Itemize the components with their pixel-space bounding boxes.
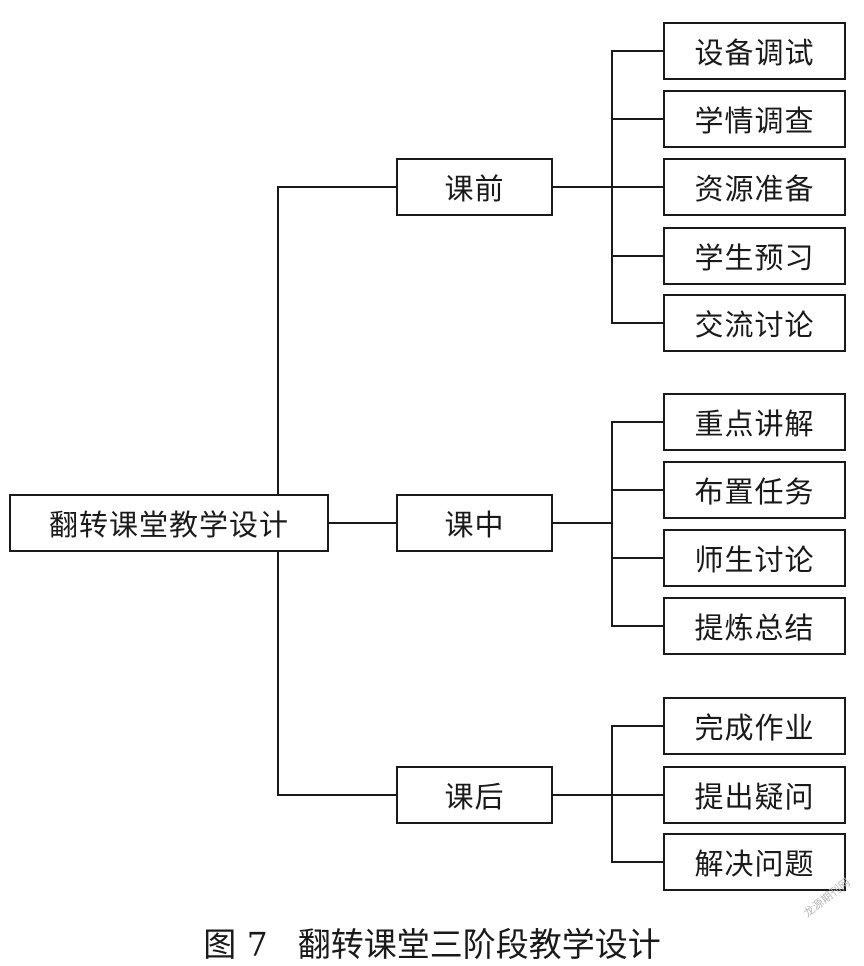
leaf-node: 提出疑问 [663, 766, 846, 824]
connector-during-item [611, 489, 664, 491]
stage-node-during: 课中 [396, 494, 553, 552]
leaf-node: 交流讨论 [663, 294, 846, 352]
connector-before-item [611, 50, 664, 52]
connector-before-item [611, 255, 664, 257]
connector-before-item [611, 322, 664, 324]
connector-before-out [552, 186, 612, 188]
leaf-node: 设备调试 [663, 22, 846, 80]
connector-before-item [611, 118, 664, 120]
connector-root-trunk [277, 186, 279, 796]
connector-stage-after [277, 794, 397, 796]
leaf-node: 解决问题 [663, 833, 846, 891]
connector-stage-during [328, 522, 397, 524]
leaf-node: 完成作业 [663, 697, 846, 755]
leaf-node: 师生讨论 [663, 529, 846, 587]
figure-number: 图 7 [203, 925, 268, 964]
connector-during-out [552, 522, 612, 524]
connector-after-out [552, 794, 612, 796]
stage-node-before: 课前 [396, 158, 553, 216]
connector-during-item [611, 625, 664, 627]
leaf-node: 布置任务 [663, 461, 846, 519]
stage-node-after: 课后 [396, 766, 553, 824]
root-node: 翻转课堂教学设计 [9, 494, 329, 552]
connector-during-trunk [611, 421, 613, 627]
leaf-node: 学生预习 [663, 227, 846, 285]
leaf-node: 提炼总结 [663, 597, 846, 655]
connector-before-item [611, 186, 664, 188]
connector-after-item [611, 861, 664, 863]
connector-after-item [611, 794, 664, 796]
leaf-node: 资源准备 [663, 158, 846, 216]
connector-stage-before [277, 186, 397, 188]
connector-during-item [611, 421, 664, 423]
figure-caption: 图 7 翻转课堂三阶段教学设计 [0, 918, 864, 966]
figure-title: 翻转课堂三阶段教学设计 [297, 925, 661, 964]
leaf-node: 学情调查 [663, 90, 846, 148]
connector-after-item [611, 725, 664, 727]
connector-during-item [611, 557, 664, 559]
leaf-node: 重点讲解 [663, 393, 846, 451]
